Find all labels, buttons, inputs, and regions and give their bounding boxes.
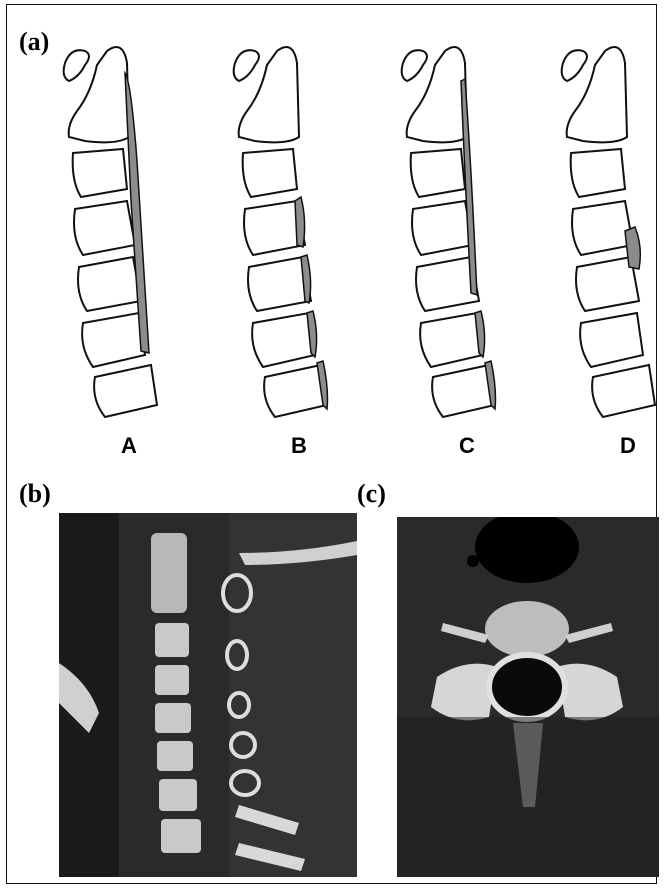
diagram-label-c: C [447,433,487,459]
spine-diagram-a [57,41,177,421]
panel-label-b: (b) [19,479,51,509]
vertebra-c7 [94,365,157,417]
spine-diagram-b [227,41,347,421]
vertebra-c4 [74,201,135,255]
ct-axial-image [397,517,659,877]
spine-diagram-d [555,41,665,421]
vertebra-c3 [73,149,127,197]
figure-frame: (a) A B [6,4,657,884]
diagram-label-d: D [608,433,648,459]
panel-label-c: (c) [357,479,386,509]
spine-diagram-c [395,41,515,421]
vertebra-c6 [82,313,145,367]
vertebra-c5 [78,257,141,311]
diagram-label-b: B [279,433,319,459]
atlas-outline [64,50,89,81]
panel-label-a: (a) [19,27,49,57]
ct-sagittal-image [59,513,357,877]
diagram-label-a: A [109,433,149,459]
